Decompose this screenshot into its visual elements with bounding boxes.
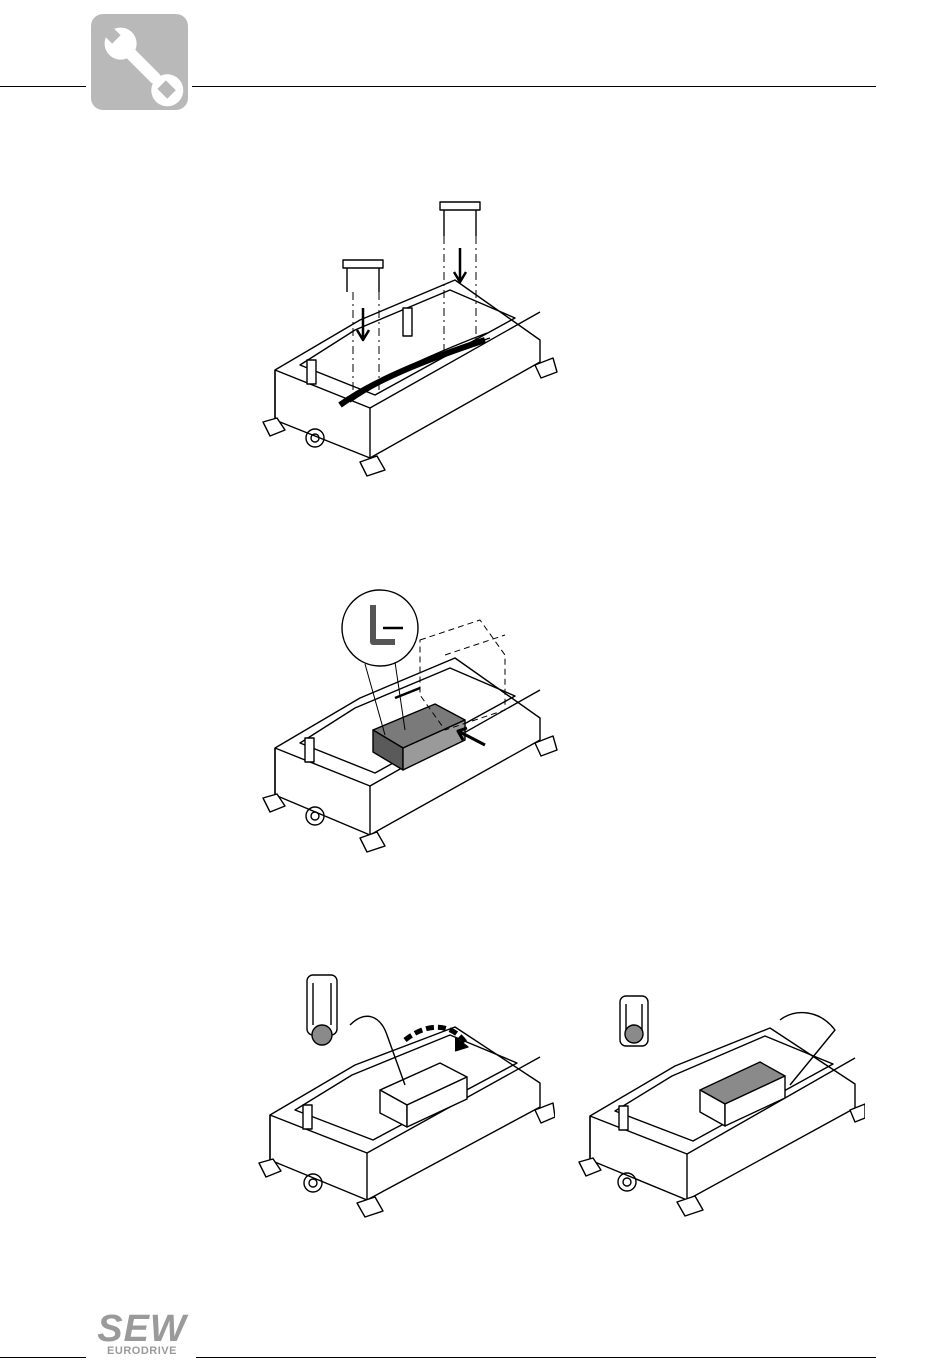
header-rule-left — [0, 86, 86, 87]
header-icon-tile — [91, 14, 188, 110]
footer-rule-right — [196, 1357, 876, 1358]
header-rule-right — [192, 86, 876, 87]
figure-cable-clamps — [255, 190, 565, 490]
sew-eurodrive-logo: SEW EURODRIVE — [90, 1310, 194, 1360]
figure-terminal-block — [255, 580, 565, 870]
wrench-icon — [91, 14, 188, 110]
logo-main-text: SEW — [90, 1310, 194, 1348]
footer-rule-left — [0, 1357, 86, 1358]
figure-screwdriver-open — [255, 965, 555, 1225]
logo-sub-text: EURODRIVE — [90, 1345, 194, 1357]
figure-screwdriver-closed — [575, 990, 865, 1220]
